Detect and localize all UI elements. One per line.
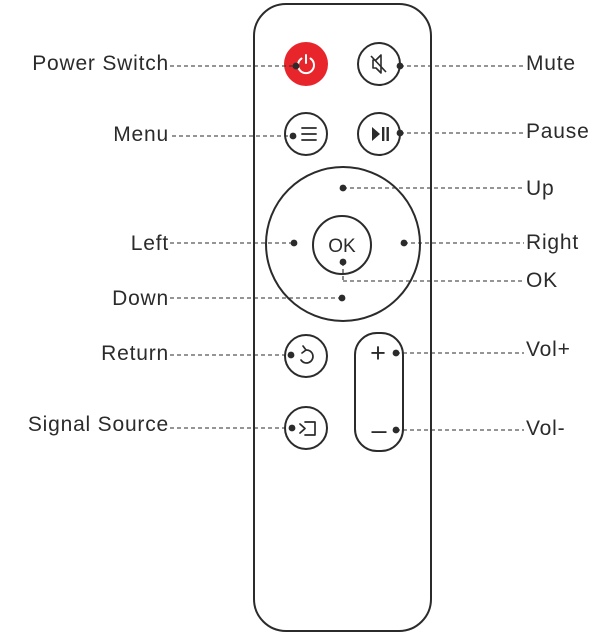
label-signal-source: Signal Source — [27, 413, 169, 436]
label-vol-minus: Vol- — [526, 417, 566, 440]
mute-button[interactable] — [357, 42, 401, 86]
ok-button[interactable] — [312, 215, 372, 275]
label-right: Right — [526, 231, 580, 254]
label-vol-plus: Vol+ — [526, 338, 571, 361]
input-source-icon — [299, 421, 316, 436]
return-arrow-icon — [300, 345, 314, 364]
label-mute: Mute — [526, 52, 576, 75]
ok-button-label: OK — [328, 236, 356, 257]
play-pause-button[interactable] — [357, 112, 401, 156]
label-down: Down — [112, 287, 169, 310]
label-pause: Pause — [526, 120, 590, 143]
menu-button[interactable] — [284, 112, 328, 156]
signal-source-button[interactable] — [284, 406, 328, 450]
vol-minus-symbol[interactable]: – — [371, 415, 386, 445]
speaker-mute-icon — [370, 54, 387, 74]
vol-plus-symbol[interactable]: + — [370, 338, 386, 368]
power-icon — [297, 54, 315, 75]
label-up: Up — [526, 177, 555, 200]
label-ok: OK — [526, 269, 558, 292]
label-power-switch: Power Switch — [32, 52, 169, 75]
return-button[interactable] — [284, 334, 328, 378]
label-return: Return — [101, 342, 169, 365]
volume-rocker[interactable] — [354, 332, 404, 452]
leader-lines — [170, 65, 524, 431]
label-menu: Menu — [113, 123, 169, 146]
label-left: Left — [130, 232, 169, 255]
menu-lines-icon — [301, 127, 317, 141]
power-button[interactable] — [284, 42, 328, 86]
leader-dots — [287, 62, 408, 434]
play-pause-icon — [372, 127, 389, 141]
